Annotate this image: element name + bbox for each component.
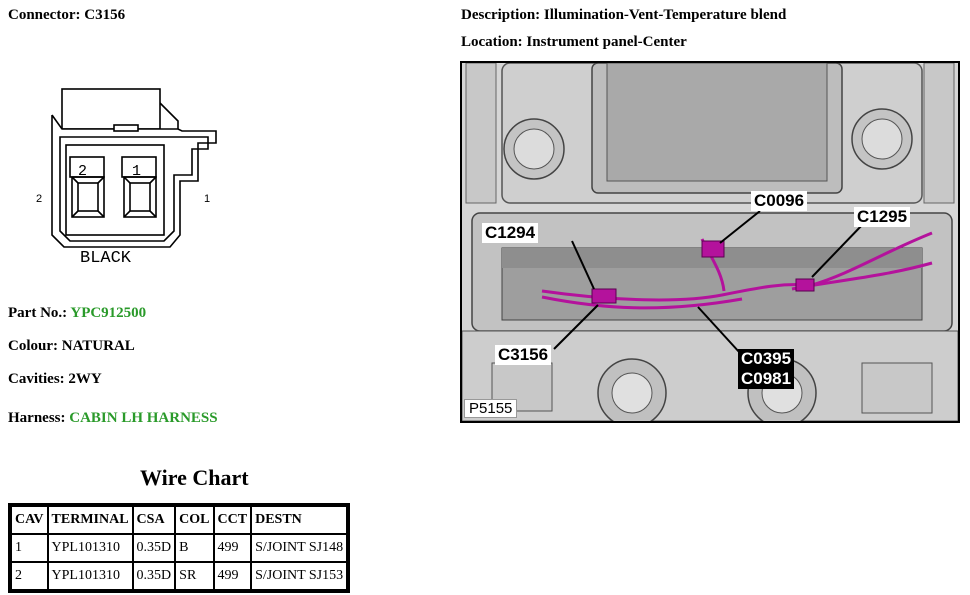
cell-col: SR	[175, 562, 214, 590]
cell-destn: S/JOINT SJ148	[251, 534, 348, 562]
figure-id: P5155	[464, 399, 518, 418]
part-number-link[interactable]: YPC912500	[70, 305, 147, 321]
cavity-label-1: 1	[132, 163, 141, 180]
part-number: Part No.: YPC912500	[8, 305, 146, 322]
column-header: CCT	[213, 506, 252, 534]
wire-chart-table: CAV TERMINAL CSA COL CCT DESTN 1 YPL1013…	[8, 503, 351, 593]
pin-number-left: 2	[36, 193, 42, 205]
cell-cav: 2	[11, 562, 48, 590]
cell-cav: 1	[11, 534, 48, 562]
cavity-label-2: 2	[78, 163, 87, 180]
colour-field-label: Colour:	[8, 338, 58, 354]
callout-c0981: C0981	[738, 369, 795, 389]
callout-c0395: C0395	[738, 349, 795, 369]
column-header: DESTN	[251, 506, 348, 534]
callout-c1294: C1294	[482, 223, 539, 243]
cavities-label: Cavities:	[8, 371, 65, 387]
connector-face-diagram: 2 1 2 1 BLACK	[36, 88, 217, 268]
table-header-row: CAV TERMINAL CSA COL CCT DESTN	[11, 506, 348, 534]
colour: Colour: NATURAL	[8, 338, 135, 355]
harness-link[interactable]: CABIN LH HARNESS	[69, 410, 218, 426]
connector-id: Connector: C3156	[8, 7, 125, 24]
cell-col: B	[175, 534, 214, 562]
column-header: CSA	[132, 506, 176, 534]
colour-label: BLACK	[80, 249, 132, 268]
cell-terminal: YPL101310	[47, 562, 133, 590]
connector-value: C3156	[84, 7, 126, 23]
description: Description: Illumination-Vent-Temperatu…	[461, 7, 786, 24]
callout-c1295: C1295	[854, 207, 911, 227]
location: Location: Instrument panel-Center	[461, 34, 687, 51]
cell-cct: 499	[213, 534, 252, 562]
callout-c0096: C0096	[751, 191, 808, 211]
column-header: CAV	[11, 506, 48, 534]
harness-label: Harness:	[8, 410, 66, 426]
part-number-label: Part No.:	[8, 305, 68, 321]
cavities-value: 2WY	[68, 371, 102, 387]
cavities: Cavities: 2WY	[8, 371, 102, 388]
cell-terminal: YPL101310	[47, 534, 133, 562]
description-value: Illumination-Vent-Temperature blend	[543, 7, 787, 23]
description-label: Description:	[461, 7, 541, 23]
wire-chart-title: Wire Chart	[140, 465, 249, 490]
cell-csa: 0.35D	[132, 534, 176, 562]
callout-c3156: C3156	[495, 345, 552, 365]
cell-cct: 499	[213, 562, 252, 590]
pin-number-right: 1	[204, 193, 210, 205]
cell-destn: S/JOINT SJ153	[251, 562, 348, 590]
connector-label: Connector:	[8, 7, 81, 23]
table-row: 1 YPL101310 0.35D B 499 S/JOINT SJ148	[11, 534, 348, 562]
colour-value: NATURAL	[61, 338, 135, 354]
table-row: 2 YPL101310 0.35D SR 499 S/JOINT SJ153	[11, 562, 348, 590]
cell-csa: 0.35D	[132, 562, 176, 590]
column-header: COL	[175, 506, 214, 534]
location-photo: C0096 C1294 C1295 C3156 C0395 C0981 P515…	[460, 61, 960, 423]
harness: Harness: CABIN LH HARNESS	[8, 410, 218, 427]
location-value: Instrument panel-Center	[526, 34, 687, 50]
location-label: Location:	[461, 34, 523, 50]
column-header: TERMINAL	[47, 506, 133, 534]
